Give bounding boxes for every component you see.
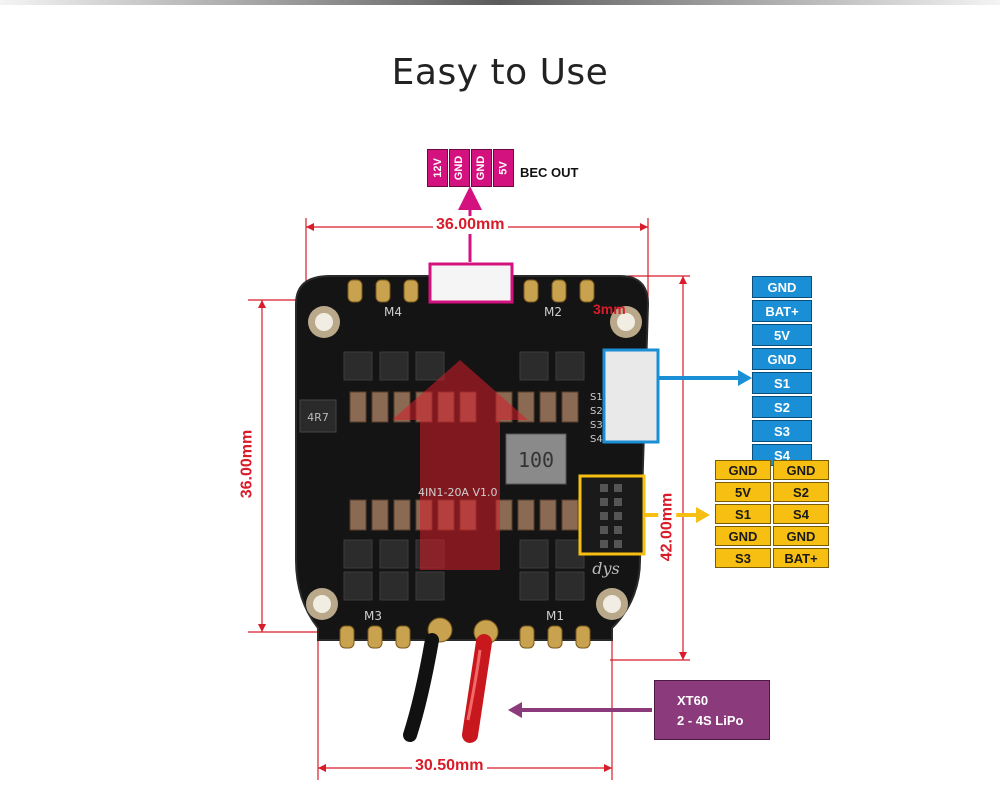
side-pin-s1: S1 — [590, 392, 603, 403]
bec-connector-highlight — [428, 262, 514, 304]
power-input-battery: 2 - 4S LiPo — [677, 713, 744, 728]
inductor-label: 100 — [518, 448, 554, 472]
motor-label-m4: M4 — [384, 305, 402, 319]
pin-cell: S4 — [773, 504, 829, 524]
top-divider-bar — [0, 0, 1000, 5]
power-wires — [403, 617, 499, 743]
inductor-4r7-label: 4R7 — [307, 411, 329, 424]
motor-label-m3: M3 — [364, 609, 382, 623]
current-flow-arrow — [392, 360, 528, 570]
motor-pads — [339, 279, 595, 649]
bec-out-pins: 12V GND GND 5V — [427, 149, 515, 187]
fc-header-highlight — [578, 474, 646, 556]
pin-cell: GND — [715, 460, 771, 480]
side-pin-s3: S3 — [590, 420, 603, 431]
dimension-top-width: 36.00mm — [433, 216, 508, 234]
pin-cell: S1 — [715, 504, 771, 524]
side-pin-s4: S4 — [590, 434, 603, 445]
pin-cell: S3 — [752, 420, 812, 442]
bec-pin: GND — [449, 149, 470, 187]
pin-cell: GND — [752, 276, 812, 298]
dimension-offset: 3mm — [593, 301, 626, 317]
pin-cell: GND — [752, 348, 812, 370]
power-input-connector: XT60 — [677, 693, 709, 708]
power-input-label: XT60 2 - 4S LiPo — [654, 680, 770, 740]
side-pin-s2: S2 — [590, 406, 603, 417]
page-title: Easy to Use — [391, 52, 609, 93]
dimension-bottom-width: 30.50mm — [412, 757, 487, 775]
bec-pin: GND — [471, 149, 492, 187]
brand-logo: dys — [592, 559, 620, 578]
pin-cell: BAT+ — [752, 300, 812, 322]
pin-cell: S3 — [715, 548, 771, 568]
motor-label-m2: M2 — [544, 305, 562, 319]
pin-cell: BAT+ — [773, 548, 829, 568]
bec-out-label: BEC OUT — [520, 165, 579, 180]
pin-cell: GND — [715, 526, 771, 546]
pin-cell: 5V — [715, 482, 771, 502]
dimension-left-height: 36.00mm — [238, 426, 257, 502]
side-connector-pinout: GND BAT+ 5V GND S1 S2 S3 S4 — [750, 274, 814, 468]
mosfet-array — [343, 351, 585, 601]
dimension-right-height: 42.00mm — [658, 489, 677, 565]
side-connector-highlight — [602, 348, 660, 444]
bec-pin: 12V — [427, 149, 448, 187]
silk-board-name: 4IN1-20A V1.0 — [418, 486, 497, 499]
mounting-holes — [306, 306, 642, 620]
motor-label-m1: M1 — [546, 609, 564, 623]
pin-cell: S1 — [752, 372, 812, 394]
pin-cell: S2 — [752, 396, 812, 418]
pin-cell: S2 — [773, 482, 829, 502]
pin-cell: 5V — [752, 324, 812, 346]
pin-cell: GND — [773, 526, 829, 546]
inductor-4r7 — [299, 399, 337, 433]
bec-pin: 5V — [493, 149, 514, 187]
pin-cell: GND — [773, 460, 829, 480]
inductor — [505, 433, 567, 485]
